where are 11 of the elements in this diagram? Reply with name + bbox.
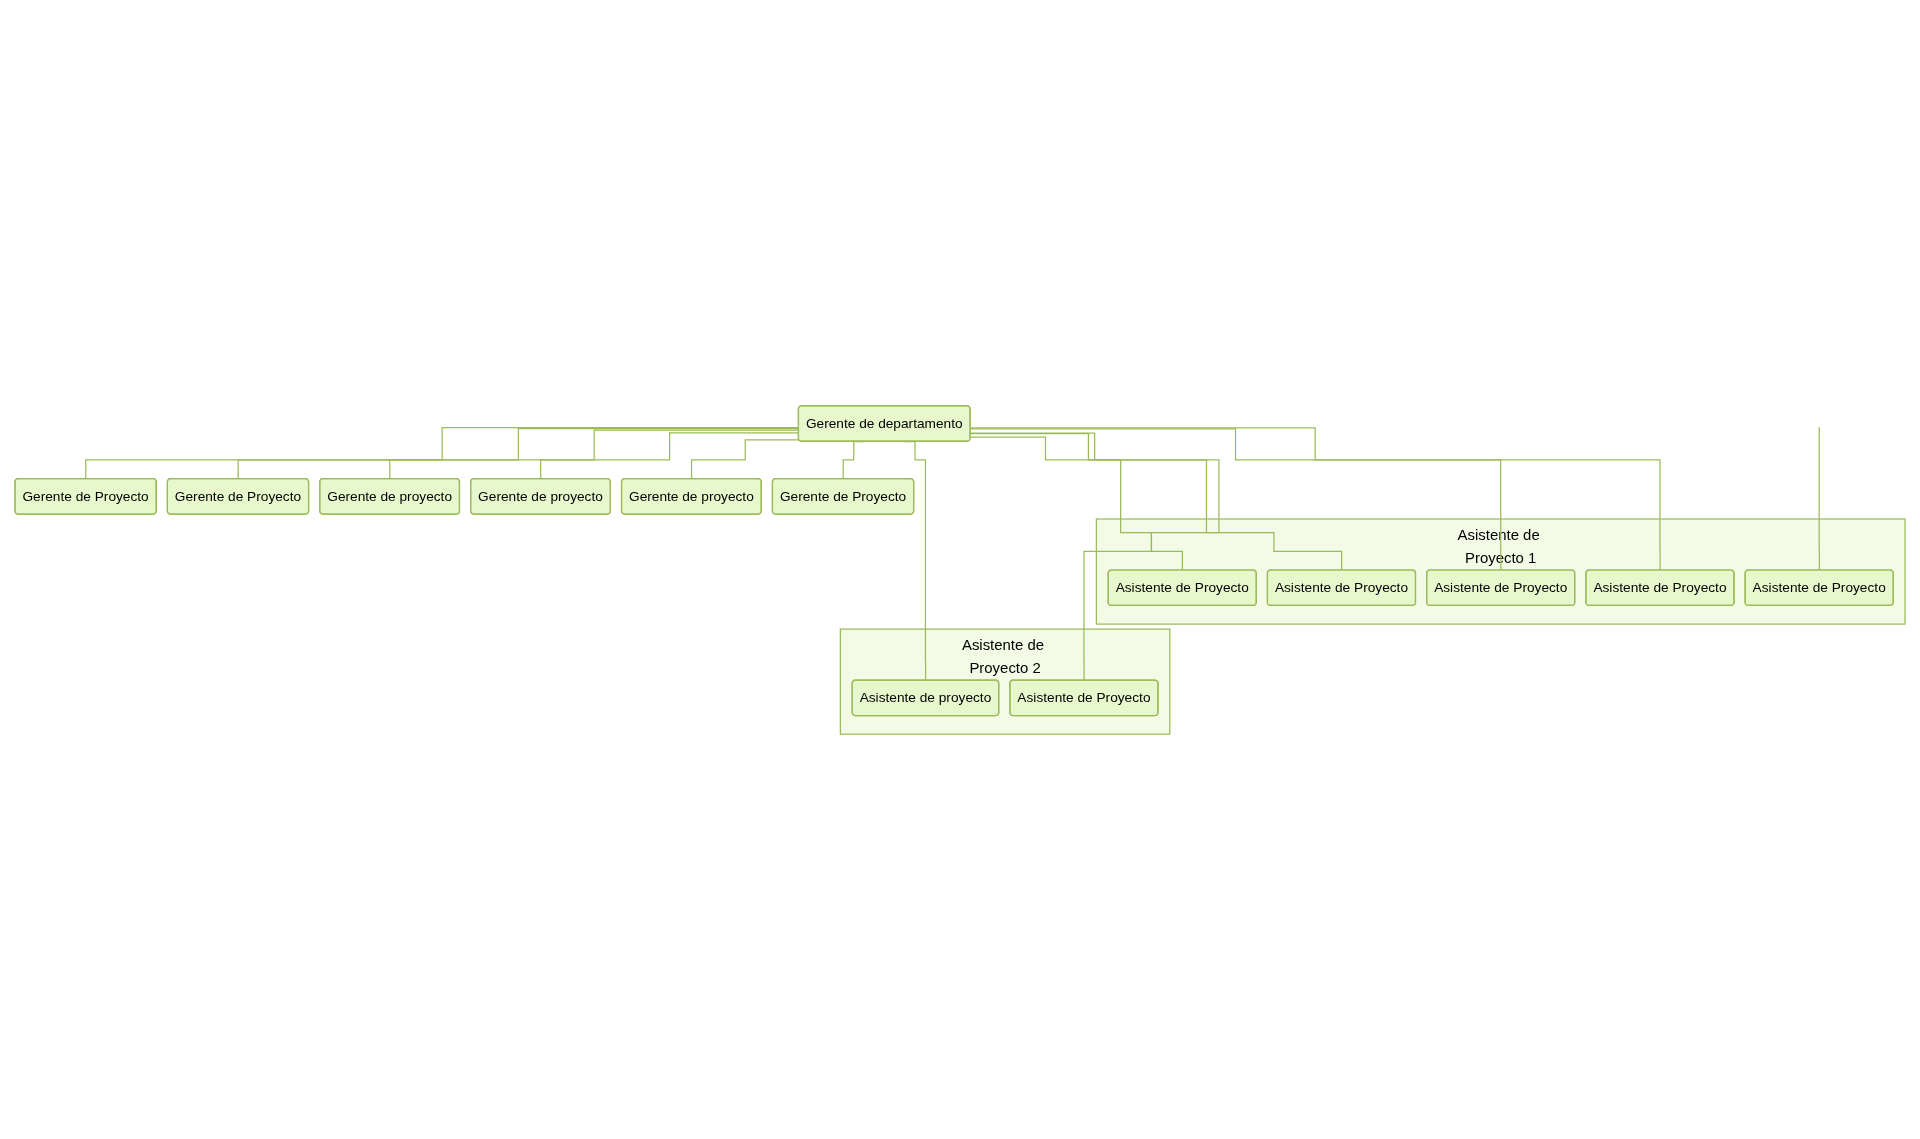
connector — [1818, 426, 1821, 571]
connector — [690, 438, 800, 479]
connector — [85, 426, 800, 479]
connector — [540, 431, 800, 479]
connector — [969, 435, 1184, 571]
connector — [969, 426, 1661, 571]
connector — [969, 432, 1220, 681]
connector — [969, 427, 1502, 571]
connector — [389, 429, 800, 479]
connector — [969, 432, 1343, 571]
connector — [237, 427, 800, 479]
